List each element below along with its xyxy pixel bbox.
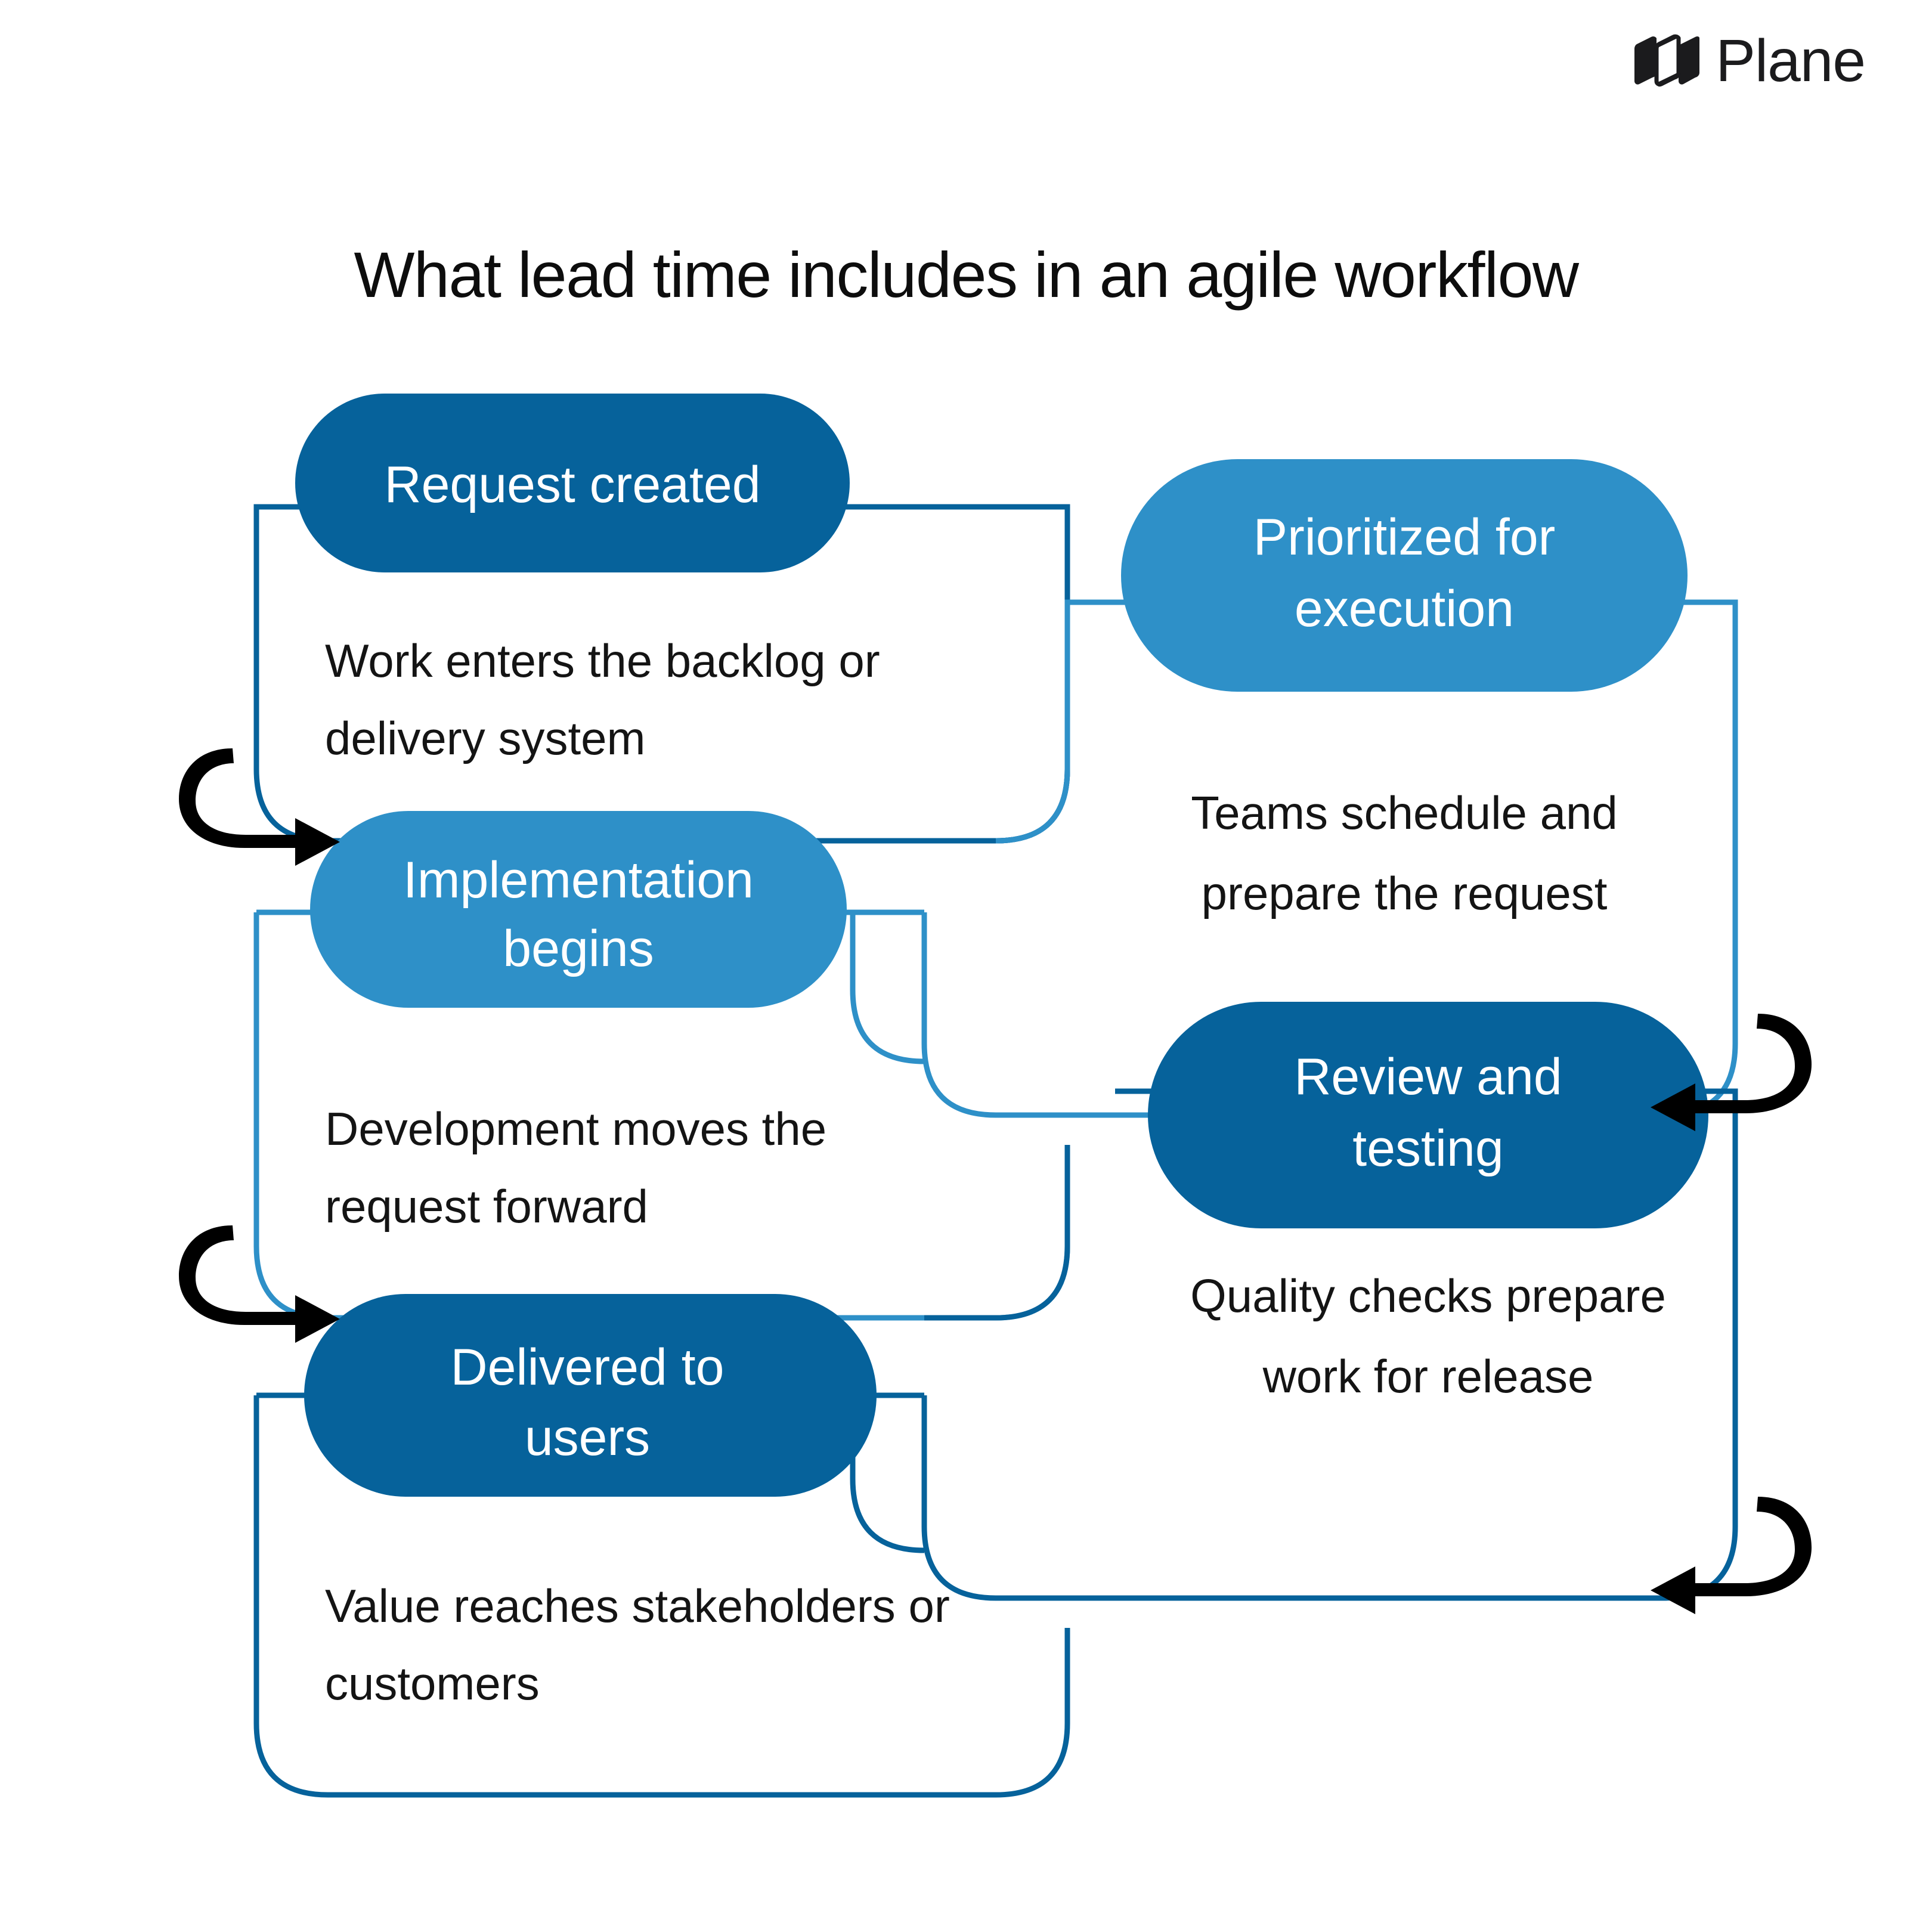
pill-label-review-and-testing-line1: Review and	[1294, 1048, 1562, 1106]
flow-step-implementation-begins[interactable]: Implementation begins Development moves …	[253, 811, 1070, 1321]
loop-arrow-4	[1651, 1497, 1812, 1614]
pill-label-review-and-testing-line2: testing	[1352, 1120, 1503, 1177]
brand-wordmark: Plane	[1716, 27, 1866, 94]
flow-diagram: Request created Work enters the backlog …	[0, 358, 1932, 1908]
pill-label-request-created: Request created	[384, 456, 760, 513]
card-outline-delivered-to-users-body	[253, 1395, 1070, 1798]
loop-arrow-1	[179, 748, 340, 866]
pill-request-created[interactable]	[295, 394, 850, 572]
pill-label-prioritized-for-execution-line2: execution	[1295, 580, 1514, 637]
pill-label-delivered-to-users-line1: Delivered to	[451, 1339, 724, 1396]
loop-arrow-3	[179, 1225, 340, 1343]
card-description-review-line1: Quality checks prepare	[1190, 1270, 1666, 1322]
connector-step3-to-step4	[924, 1145, 1070, 1321]
card-description-prioritized-line2: prepare the request	[1202, 867, 1608, 919]
pill-label-implementation-begins-line1: Implementation	[403, 852, 754, 909]
pill-review-and-testing[interactable]	[1148, 1002, 1708, 1228]
card-description-request-created-line2: delivery system	[325, 712, 645, 764]
flow-step-delivered-to-users[interactable]: Delivered to users Value reaches stakeho…	[253, 1294, 1070, 1798]
card-description-delivered-line2: customers	[325, 1657, 540, 1710]
flow-step-request-created[interactable]: Request created Work enters the backlog …	[253, 394, 1070, 844]
pill-delivered-to-users[interactable]	[304, 1294, 877, 1497]
card-description-delivered-line1: Value reaches stakeholders or	[325, 1580, 950, 1632]
card-outline-prioritized-for-execution	[921, 599, 1738, 1118]
flow-step-review-and-testing[interactable]: Review and testing Quality checks prepar…	[921, 1002, 1738, 1601]
card-description-request-created-line1: Work enters the backlog or	[325, 634, 880, 687]
pill-label-prioritized-for-execution-line1: Prioritized for	[1253, 509, 1556, 566]
brand-logo: Plane	[1633, 27, 1866, 94]
pill-label-implementation-begins-line2: begins	[503, 920, 654, 977]
flow-step-prioritized-for-execution[interactable]: Prioritized for execution Teams schedule…	[921, 459, 1738, 1118]
pill-label-delivered-to-users-line2: users	[525, 1409, 650, 1466]
card-description-review-line2: work for release	[1262, 1350, 1594, 1402]
card-description-implementation-line1: Development moves the	[325, 1103, 826, 1155]
card-description-prioritized-line1: Teams schedule and	[1191, 787, 1617, 839]
pill-implementation-begins[interactable]	[310, 811, 847, 1008]
connector-step1-to-step2	[995, 507, 1070, 844]
card-outline-implementation-begins	[256, 909, 925, 1064]
plane-logo-icon	[1634, 34, 1700, 87]
page-title: What lead time includes in an agile work…	[354, 239, 1579, 311]
card-outline-delivered-to-users-top	[256, 1392, 925, 1553]
card-outline-review-and-testing	[921, 1088, 1738, 1601]
loop-arrow-2	[1651, 1014, 1812, 1131]
pill-prioritized-for-execution[interactable]	[1121, 459, 1688, 692]
card-description-implementation-line2: request forward	[325, 1180, 648, 1233]
